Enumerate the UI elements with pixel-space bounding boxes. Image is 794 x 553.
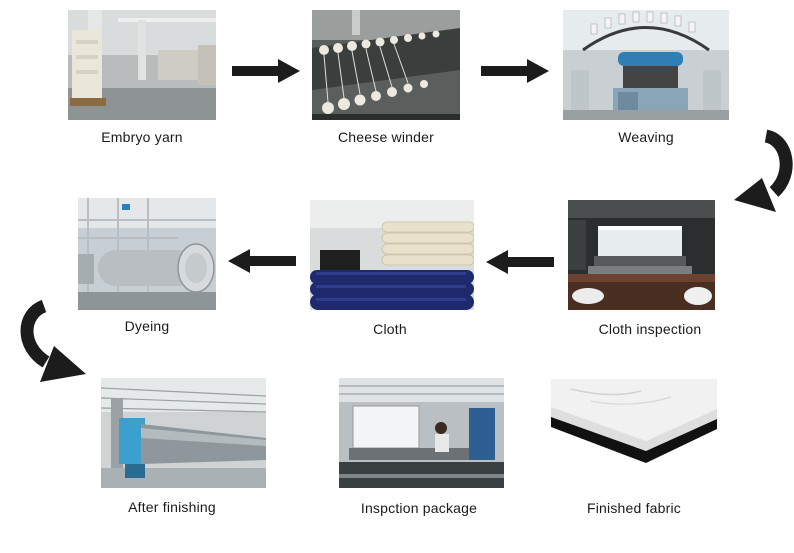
curved-arrow-down-right-icon [18, 299, 88, 390]
inspection-package-photo [339, 378, 504, 488]
embryo-yarn-photo [68, 10, 216, 120]
step-label-cloth-inspection: Cloth inspection [598, 321, 702, 337]
step-label-inspection-package: Inspction package [360, 500, 478, 516]
step-label-dyeing: Dyeing [124, 318, 170, 334]
after-finishing-photo [101, 378, 266, 488]
arrow-left-icon [228, 249, 296, 273]
arrow-right-icon [481, 59, 549, 83]
step-label-cloth: Cloth [373, 321, 407, 337]
arrow-right-icon [232, 59, 300, 83]
step-label-weaving: Weaving [618, 129, 674, 145]
finished-fabric-photo [551, 379, 717, 489]
arrow-left-icon [486, 250, 554, 274]
cheese-winder-photo [312, 10, 460, 120]
dyeing-photo [78, 198, 216, 310]
step-label-finished-fabric: Finished fabric [586, 500, 682, 516]
step-label-cheese-winder: Cheese winder [338, 129, 434, 145]
step-label-embryo-yarn: Embryo yarn [101, 129, 183, 145]
weaving-photo [563, 10, 729, 120]
cloth-photo [310, 200, 474, 310]
curved-arrow-down-left-icon [732, 126, 794, 220]
cloth-inspection-photo [568, 200, 715, 310]
step-label-after-finishing: After finishing [128, 499, 216, 515]
